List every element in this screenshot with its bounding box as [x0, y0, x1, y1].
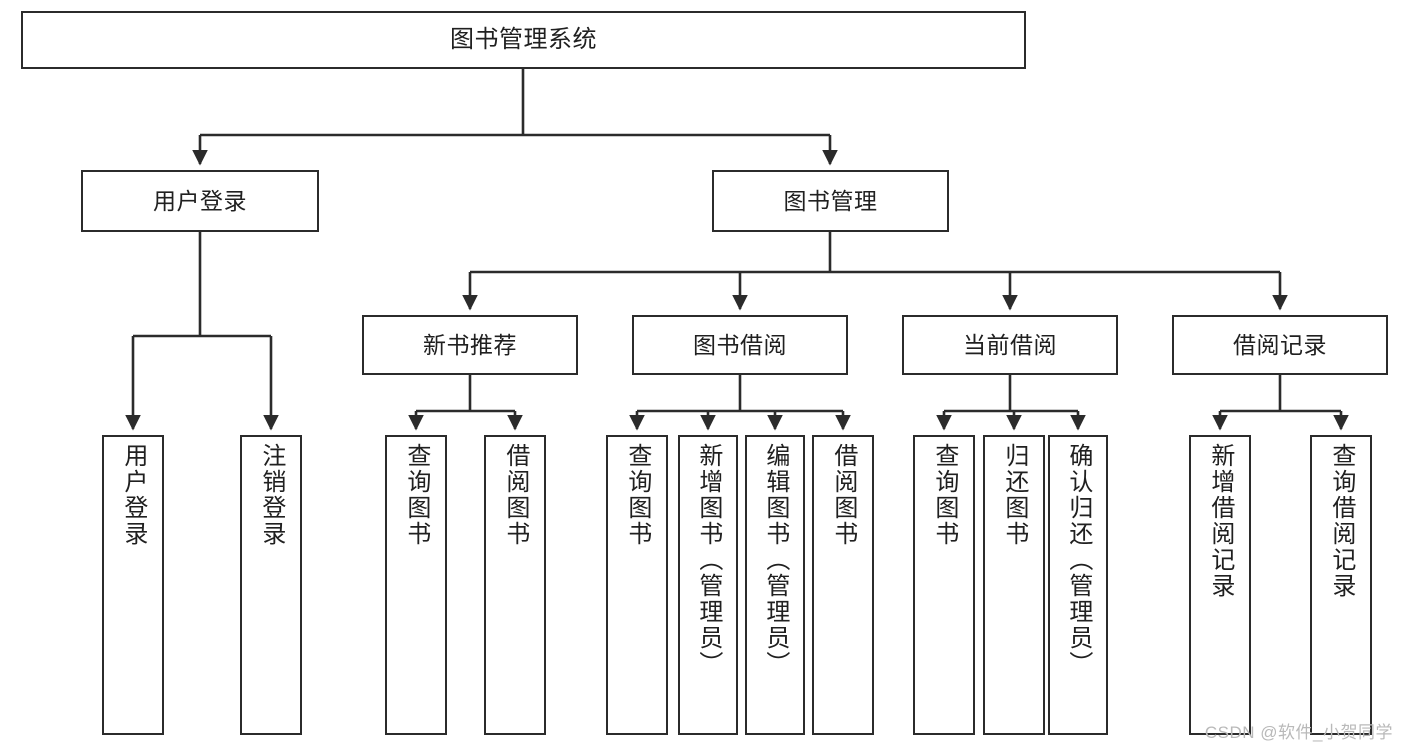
node-leaf-query-book-1-label: 查询图书: [402, 443, 430, 547]
node-user-login[interactable]: 用户登录: [81, 170, 319, 232]
node-leaf-return-book[interactable]: 归还图书: [983, 435, 1045, 735]
node-leaf-return-book-label: 归还图书: [1000, 443, 1028, 547]
node-leaf-user-logout[interactable]: 注销登录: [240, 435, 302, 735]
node-borrow-record-label: 借阅记录: [1233, 331, 1327, 358]
node-book-manage-label: 图书管理: [783, 187, 878, 214]
node-new-book-recommend-label: 新书推荐: [423, 331, 517, 358]
node-borrow-record[interactable]: 借阅记录: [1172, 315, 1388, 375]
node-book-borrow-label: 图书借阅: [693, 331, 787, 358]
node-leaf-query-book-1[interactable]: 查询图书: [385, 435, 447, 735]
node-leaf-query-record[interactable]: 查询借阅记录: [1310, 435, 1372, 735]
node-leaf-borrow-book-2-label: 借阅图书: [829, 443, 857, 547]
node-leaf-user-login[interactable]: 用户登录: [102, 435, 164, 735]
node-leaf-user-logout-label: 注销登录: [257, 443, 285, 547]
node-leaf-query-record-label: 查询借阅记录: [1327, 443, 1355, 599]
node-leaf-confirm-return-label: 确认归还（管理员）: [1064, 443, 1092, 677]
node-user-login-label: 用户登录: [153, 187, 247, 214]
node-leaf-query-book-3[interactable]: 查询图书: [913, 435, 975, 735]
node-leaf-borrow-book-2[interactable]: 借阅图书: [812, 435, 874, 735]
node-current-borrow[interactable]: 当前借阅: [902, 315, 1118, 375]
node-leaf-add-record-label: 新增借阅记录: [1206, 443, 1234, 599]
node-root-label: 图书管理系统: [450, 26, 597, 54]
node-leaf-query-book-3-label: 查询图书: [930, 443, 958, 547]
node-leaf-edit-book[interactable]: 编辑图书（管理员）: [745, 435, 805, 735]
node-leaf-add-book[interactable]: 新增图书（管理员）: [678, 435, 738, 735]
node-leaf-borrow-book-1[interactable]: 借阅图书: [484, 435, 546, 735]
node-current-borrow-label: 当前借阅: [963, 331, 1057, 358]
node-leaf-add-record[interactable]: 新增借阅记录: [1189, 435, 1251, 735]
node-leaf-confirm-return[interactable]: 确认归还（管理员）: [1048, 435, 1108, 735]
node-leaf-borrow-book-1-label: 借阅图书: [501, 443, 529, 547]
node-leaf-query-book-2[interactable]: 查询图书: [606, 435, 668, 735]
node-leaf-add-book-label: 新增图书（管理员）: [694, 443, 722, 677]
node-leaf-edit-book-label: 编辑图书（管理员）: [761, 443, 789, 677]
node-root[interactable]: 图书管理系统: [21, 11, 1026, 69]
node-new-book-recommend[interactable]: 新书推荐: [362, 315, 578, 375]
node-book-borrow[interactable]: 图书借阅: [632, 315, 848, 375]
node-leaf-user-login-label: 用户登录: [119, 443, 147, 547]
node-leaf-query-book-2-label: 查询图书: [623, 443, 651, 547]
node-book-manage[interactable]: 图书管理: [712, 170, 949, 232]
